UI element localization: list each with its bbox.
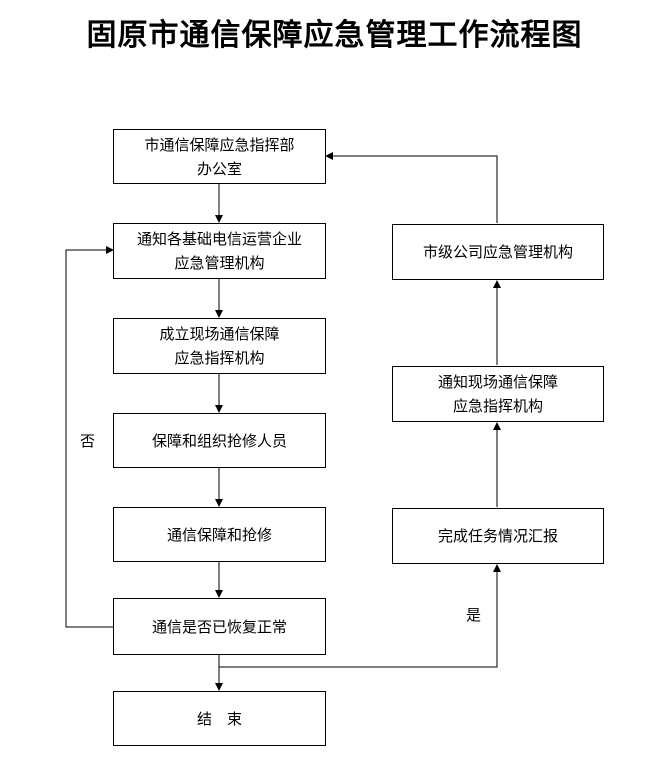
node-command-office-line2: 办公室 xyxy=(196,159,242,178)
arrow-city-to-office xyxy=(325,152,498,223)
node-establish-onsite: 成立现场通信保障 应急指挥机构 xyxy=(113,318,326,374)
node-end-line1: 结 束 xyxy=(196,709,242,728)
node-command-office: 市通信保障应急指挥部 办公室 xyxy=(113,129,326,184)
arrow-no-loop xyxy=(65,246,114,628)
node-notify-onsite-line1: 通知现场通信保障 xyxy=(437,373,558,391)
node-support-repair: 通信保障和抢修 xyxy=(113,507,326,562)
node-notify-onsite: 通知现场通信保障 应急指挥机构 xyxy=(392,366,604,422)
page-title: 固原市通信保障应急管理工作流程图 xyxy=(86,18,583,53)
node-notify-operators-line2: 应急管理机构 xyxy=(174,254,265,272)
edge-label-no: 否 xyxy=(80,432,96,450)
node-complete-report-line1: 完成任务情况汇报 xyxy=(437,527,558,545)
node-support-repair-line1: 通信保障和抢修 xyxy=(166,525,272,544)
node-notify-operators: 通知各基础电信运营企业 应急管理机构 xyxy=(113,223,326,279)
edge-label-yes: 是 xyxy=(466,606,482,624)
arrow-yes-path xyxy=(219,564,501,668)
node-command-office-line1: 市通信保障应急指挥部 xyxy=(144,135,295,154)
node-city-company-line1: 市级公司应急管理机构 xyxy=(422,243,573,261)
node-comm-restored: 通信是否已恢复正常 xyxy=(113,598,326,655)
node-comm-restored-line1: 通信是否已恢复正常 xyxy=(151,617,287,636)
node-notify-onsite-line2: 应急指挥机构 xyxy=(452,397,543,415)
node-establish-onsite-line1: 成立现场通信保障 xyxy=(159,325,280,343)
node-city-company: 市级公司应急管理机构 xyxy=(392,224,604,280)
node-complete-report: 完成任务情况汇报 xyxy=(392,508,604,564)
node-establish-onsite-line2: 应急指挥机构 xyxy=(174,349,265,367)
node-end: 结 束 xyxy=(113,691,326,746)
node-organize-repair: 保障和组织抢修人员 xyxy=(113,413,326,468)
node-organize-repair-line1: 保障和组织抢修人员 xyxy=(151,431,287,450)
node-notify-operators-line1: 通知各基础电信运营企业 xyxy=(136,230,302,248)
